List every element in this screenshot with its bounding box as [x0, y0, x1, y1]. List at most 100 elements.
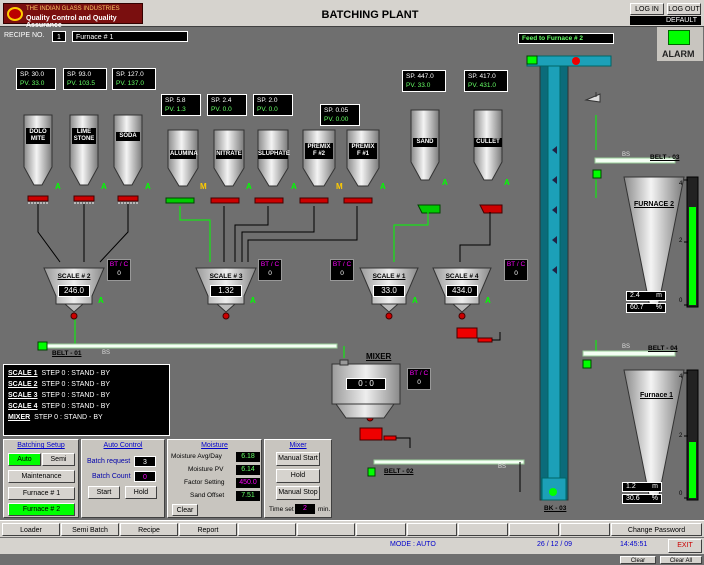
batch-request-value[interactable]: 3 [134, 456, 156, 467]
furnace-1-level-bar [689, 442, 696, 498]
status-text: STEP 0 : STAND - BY [34, 414, 103, 421]
alarm-panel[interactable]: ALARM [657, 27, 703, 61]
moisture-pv-label: Moisture PV [188, 466, 224, 473]
level-unit: m [656, 292, 662, 299]
pv-value: PV. 33.0 [406, 82, 431, 89]
maintenance-button[interactable]: Maintenance [8, 470, 75, 483]
logo-icon [7, 7, 23, 21]
belt-02[interactable] [373, 459, 525, 465]
menu-empty[interactable] [238, 523, 296, 536]
step-status-panel: SCALE 1 STEP 0 : STAND - BY SCALE 2 STEP… [3, 364, 170, 436]
clear-button[interactable]: Clear [620, 556, 656, 564]
menu-recipe[interactable]: Recipe [120, 523, 178, 536]
logout-button[interactable]: LOG OUT [667, 3, 701, 15]
login-button[interactable]: LOG IN [630, 3, 664, 15]
moisture-clear-button[interactable]: Clear [172, 504, 198, 516]
moisture-pv-value: 6.14 [236, 465, 260, 475]
level-value: 2.4 [630, 292, 640, 299]
semi-mode-button[interactable]: Semi [42, 453, 75, 466]
status-line-scale-2: SCALE 2 STEP 0 : STAND - BY [8, 379, 165, 390]
status-name: SCALE 3 [8, 392, 38, 399]
furnace-2-select-button[interactable]: Furnace # 2 [8, 503, 75, 516]
status-name: SCALE 4 [8, 403, 38, 410]
belt-01[interactable] [46, 343, 338, 349]
menu-semi-batch[interactable]: Semi Batch [61, 523, 119, 536]
recipe-name[interactable]: Furnace # 1 [72, 31, 188, 42]
silo-label-soda: SODA [116, 132, 140, 141]
status-text: STEP 0 : STAND - BY [41, 381, 111, 388]
recipe-label: RECIPE NO. [4, 32, 45, 39]
status-line-scale-4: SCALE 4 STEP 0 : STAND - BY [8, 401, 165, 412]
belt-04[interactable] [582, 350, 676, 357]
mixer-hold-button[interactable]: Hold [276, 469, 320, 483]
date-display: 26 / 12 / 09 [537, 541, 573, 548]
bt-value: 0 [268, 270, 272, 277]
auto-indicator: A [98, 296, 104, 305]
furnace-1[interactable] [623, 369, 699, 501]
auto-indicator: A [442, 178, 448, 187]
silo-dolomite[interactable] [23, 114, 53, 186]
menu-empty[interactable] [509, 523, 559, 536]
pv-value: PV. 1.3 [165, 106, 186, 113]
belt-03-label: BELT - 03 [650, 154, 680, 161]
menu-empty[interactable] [356, 523, 406, 536]
silo-label-limestone: LIME STONE [72, 128, 96, 144]
menu-loader[interactable]: Loader [2, 523, 60, 536]
mixer-control-panel: Mixer Manual Start Hold Manual Stop Time… [264, 439, 332, 518]
bucket-elevator[interactable] [526, 55, 612, 501]
menu-empty[interactable] [407, 523, 457, 536]
status-name: SCALE 2 [8, 381, 38, 388]
furnace-2-level-bar [689, 207, 696, 305]
auto-mode-button[interactable]: Auto [8, 453, 41, 466]
time-set-unit: min. [318, 506, 331, 513]
change-password-button[interactable]: Change Password [611, 523, 702, 536]
manual-start-button[interactable]: Manual Start [276, 452, 320, 466]
batching-setup-title[interactable]: Batching Setup [17, 442, 65, 449]
silo-label-sand: SAND [413, 138, 437, 147]
scale-4-gate[interactable] [456, 327, 478, 339]
batch-count-value: 0 [134, 471, 156, 482]
scale-3-label: SCALE # 3 [209, 273, 243, 280]
company-logo: THE INDIAN GLASS INDUSTRIES Quality Cont… [3, 3, 143, 29]
furnace-1-select-button[interactable]: Furnace # 1 [8, 487, 75, 500]
sp-value: SP. 2.0 [257, 97, 278, 104]
alarm-label: ALARM [662, 49, 695, 59]
scale-2-label: SCALE # 2 [57, 273, 91, 280]
furnace-2[interactable] [623, 176, 699, 308]
auto-indicator: A [101, 182, 107, 191]
menu-empty[interactable] [297, 523, 355, 536]
tick-label: 0 [679, 491, 683, 497]
hold-button[interactable]: Hold [125, 486, 157, 499]
mixer-gate[interactable] [359, 427, 383, 441]
menu-report[interactable]: Report [179, 523, 237, 536]
status-name: SCALE 1 [8, 370, 38, 377]
tick-label: 4 [679, 374, 683, 380]
tick-label: 0 [679, 298, 683, 304]
menu-empty[interactable] [560, 523, 610, 536]
auto-indicator: A [485, 296, 491, 305]
exit-button[interactable]: EXIT [668, 539, 702, 553]
silo-soda[interactable] [113, 114, 143, 186]
status-line-scale-1: SCALE 1 STEP 0 : STAND - BY [8, 368, 165, 379]
start-button[interactable]: Start [88, 486, 120, 499]
auto-indicator: A [246, 182, 252, 191]
silo-limestone[interactable] [69, 114, 99, 186]
mixer-label: MIXER [366, 352, 392, 361]
level-unit: m [652, 483, 658, 490]
menu-empty[interactable] [458, 523, 508, 536]
scale-1-label: SCALE # 1 [372, 273, 406, 280]
sp-value: SP. 127.0 [116, 71, 144, 78]
user-display: DEFAULT [630, 16, 701, 25]
factor-setting-value[interactable]: 450.0 [236, 478, 260, 488]
recipe-number[interactable]: 1 [52, 31, 66, 42]
bt-value: 0 [340, 270, 344, 277]
belt-03[interactable] [594, 157, 676, 164]
manual-stop-button[interactable]: Manual Stop [276, 486, 320, 500]
clear-all-button[interactable]: Clear All [660, 556, 702, 564]
time-set-value[interactable]: 2 [295, 504, 315, 514]
